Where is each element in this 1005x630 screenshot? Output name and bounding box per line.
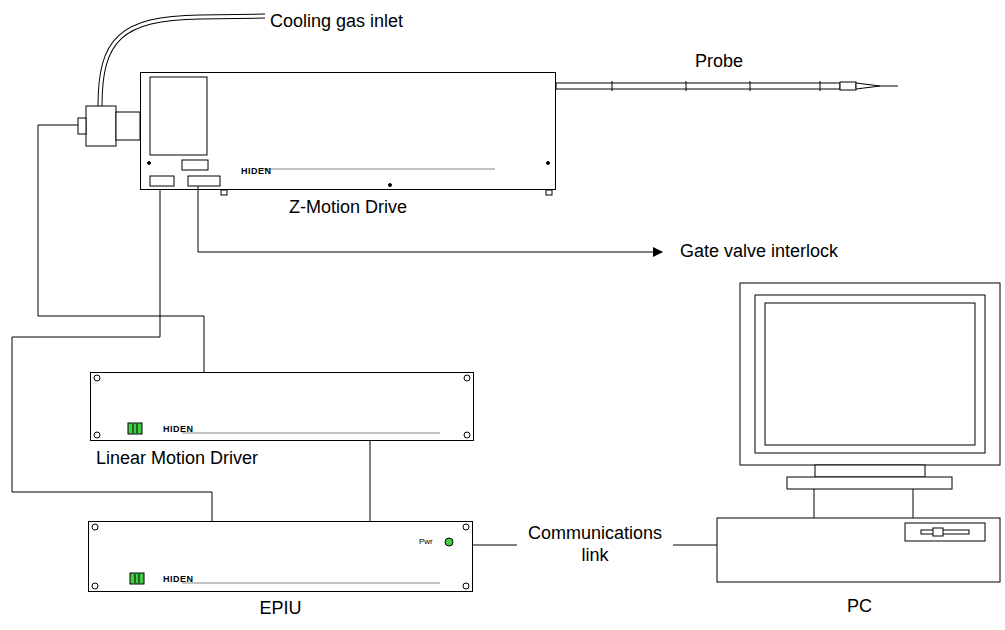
probe-head (840, 82, 856, 90)
probe-needle (880, 86, 898, 87)
monitor-stand (787, 477, 952, 489)
drive-foot (546, 190, 552, 195)
logo-text: HIDEN (163, 574, 194, 584)
floppy-button (933, 528, 943, 536)
link-label: Communications link (517, 523, 673, 566)
cooling-hose-core (100, 16, 265, 106)
probe-tip (856, 83, 880, 89)
drive-box: HIDENZ-Motion Drive (140, 72, 556, 190)
floppy-drive (905, 523, 985, 541)
connector-flange (116, 112, 140, 140)
cable (370, 441, 371, 521)
drive-port (188, 176, 220, 186)
probe-label: Probe (695, 51, 743, 72)
monitor-neck (815, 465, 925, 477)
stand-post (814, 489, 815, 518)
logo-text: HIDEN (163, 424, 194, 434)
rack-unit: HIDENPwrEPIU (88, 521, 473, 592)
lmd-details (94, 375, 470, 438)
part-label: Z-Motion Drive (141, 197, 555, 218)
epiu-details (92, 524, 469, 589)
monitor-bezel (755, 295, 985, 453)
hose-label: Cooling gas inlet (270, 11, 403, 32)
probe-joint (820, 81, 821, 91)
stand-post (913, 489, 914, 518)
computer: PC (717, 283, 1002, 582)
cooling-hose (100, 16, 265, 106)
drive-foot (221, 190, 227, 195)
drive-port (150, 176, 174, 186)
rack-unit: HIDENLinear Motion Driver (90, 372, 474, 441)
interlock-label: Gate valve interlock (680, 241, 838, 262)
gas-connector (86, 106, 116, 146)
part-label: EPIU (89, 598, 472, 619)
cable (12, 190, 212, 521)
logo-text: HIDEN (241, 166, 272, 176)
logo-rule (262, 169, 495, 170)
monitor-screen (765, 303, 975, 445)
screw (389, 184, 392, 187)
drive-port (182, 160, 208, 170)
probe-joint (686, 81, 687, 91)
indicator-label: Pwr (419, 537, 433, 546)
probe-joint (612, 81, 613, 91)
floppy-slot (921, 530, 969, 534)
part-label: Linear Motion Driver (96, 448, 258, 469)
screw (148, 162, 151, 165)
computer-base (717, 518, 1000, 582)
connector-plug (78, 118, 86, 134)
probe-joint (750, 81, 751, 91)
cable (38, 125, 204, 372)
computer-drawing (717, 283, 1002, 582)
screw (547, 162, 550, 165)
interlock-wire (198, 186, 662, 252)
part-label: PC (717, 596, 1002, 617)
monitor-case (740, 283, 1000, 465)
drive-window (150, 77, 207, 155)
probe-tube (556, 83, 840, 89)
